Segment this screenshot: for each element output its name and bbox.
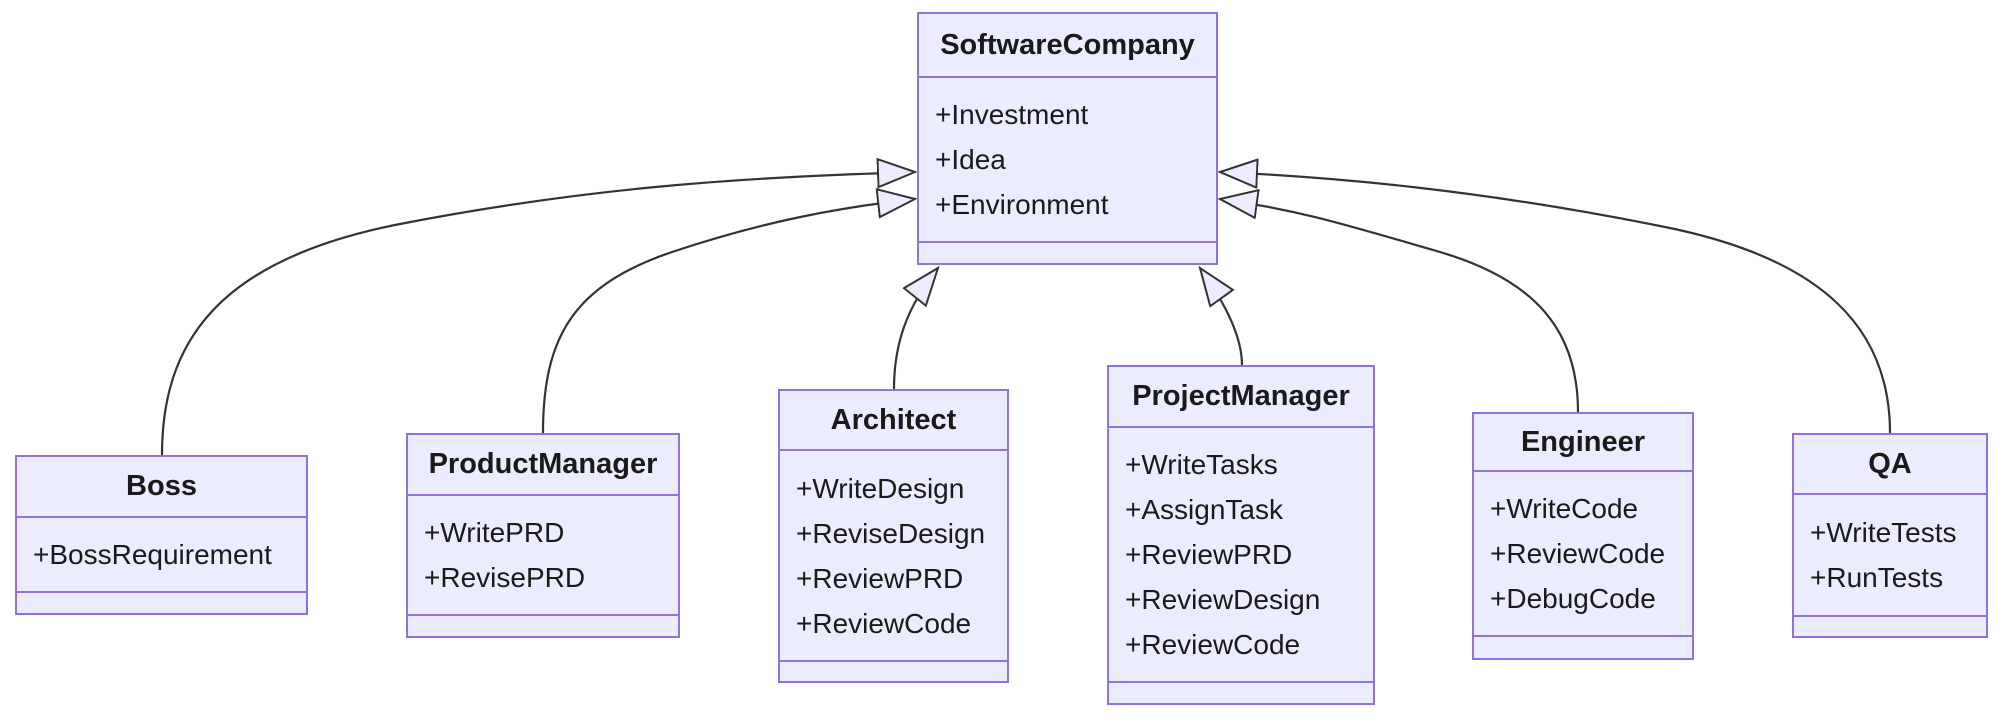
- class-attribute: +DebugCode: [1490, 583, 1656, 614]
- class-attribute: +WriteTests: [1810, 517, 1957, 548]
- class-attribute: +Idea: [935, 144, 1006, 175]
- inheritance-edge-qa: [1220, 172, 1892, 434]
- class-attribute: +Investment: [935, 99, 1089, 130]
- class-methods-empty: [1794, 615, 1986, 636]
- class-title: QA: [1794, 435, 1986, 495]
- class-title: ProjectManager: [1109, 367, 1373, 428]
- class-attribute: +ReviewCode: [1490, 538, 1666, 569]
- class-attribute: +ReviewDesign: [1125, 584, 1321, 615]
- class-attributes: +BossRequirement: [17, 518, 306, 591]
- class-methods-empty: [1474, 635, 1692, 658]
- class-methods-empty: [408, 614, 678, 636]
- inheritance-edge-engineer: [1220, 199, 1580, 413]
- inheritance-edge-projectmanager: [1200, 268, 1244, 366]
- inheritance-edge-architect: [892, 268, 938, 390]
- class-attribute: +ReviewCode: [796, 607, 972, 639]
- class-attribute: +ReviewCode: [1125, 629, 1301, 660]
- inheritance-edge-boss: [160, 172, 915, 456]
- class-node-projectmanager: ProjectManager +WriteTasks +AssignTask +…: [1107, 365, 1375, 705]
- class-attributes: +Investment +Idea +Environment: [919, 78, 1216, 241]
- class-node-qa: QA +WriteTests +RunTests: [1792, 433, 1988, 638]
- class-attributes: +WriteCode +ReviewCode +DebugCode: [1474, 472, 1692, 635]
- class-attribute: +ReviewPRD: [796, 562, 964, 594]
- class-title: Architect: [780, 391, 1007, 451]
- class-node-boss: Boss +BossRequirement: [15, 455, 308, 615]
- class-title: Engineer: [1474, 414, 1692, 472]
- class-attribute: +BossRequirement: [33, 539, 272, 570]
- class-node-architect: Architect +WriteDesign +ReviseDesign +Re…: [778, 389, 1009, 683]
- class-methods-empty: [919, 241, 1216, 263]
- class-methods-empty: [780, 660, 1007, 681]
- class-attribute: +WriteDesign: [796, 472, 965, 504]
- class-attribute: +RunTests: [1810, 562, 1944, 593]
- class-attributes: +WritePRD +RevisePRD: [408, 496, 678, 614]
- class-methods-empty: [17, 591, 306, 613]
- class-attributes: +WriteDesign +ReviseDesign +ReviewPRD +R…: [780, 451, 1007, 660]
- class-attribute: +WriteCode: [1490, 493, 1639, 524]
- class-node-engineer: Engineer +WriteCode +ReviewCode +DebugCo…: [1472, 412, 1694, 660]
- class-node-softwarecompany: SoftwareCompany +Investment +Idea +Envir…: [917, 12, 1218, 265]
- class-title: Boss: [17, 457, 306, 518]
- class-attribute: +AssignTask: [1125, 494, 1283, 525]
- class-attributes: +WriteTasks +AssignTask +ReviewPRD +Revi…: [1109, 428, 1373, 681]
- class-title: ProductManager: [408, 435, 678, 496]
- class-attributes: +WriteTests +RunTests: [1794, 495, 1986, 615]
- class-attribute: +ReviseDesign: [796, 517, 986, 549]
- class-attribute: +Environment: [935, 189, 1109, 220]
- class-attribute: +ReviewPRD: [1125, 539, 1293, 570]
- inheritance-edge-productmanager: [541, 199, 915, 434]
- class-attribute: +RevisePRD: [424, 562, 586, 593]
- class-title: SoftwareCompany: [919, 14, 1216, 78]
- class-attribute: +WritePRD: [424, 517, 565, 548]
- class-attribute: +WriteTasks: [1125, 449, 1278, 480]
- class-methods-empty: [1109, 681, 1373, 703]
- class-node-productmanager: ProductManager +WritePRD +RevisePRD: [406, 433, 680, 638]
